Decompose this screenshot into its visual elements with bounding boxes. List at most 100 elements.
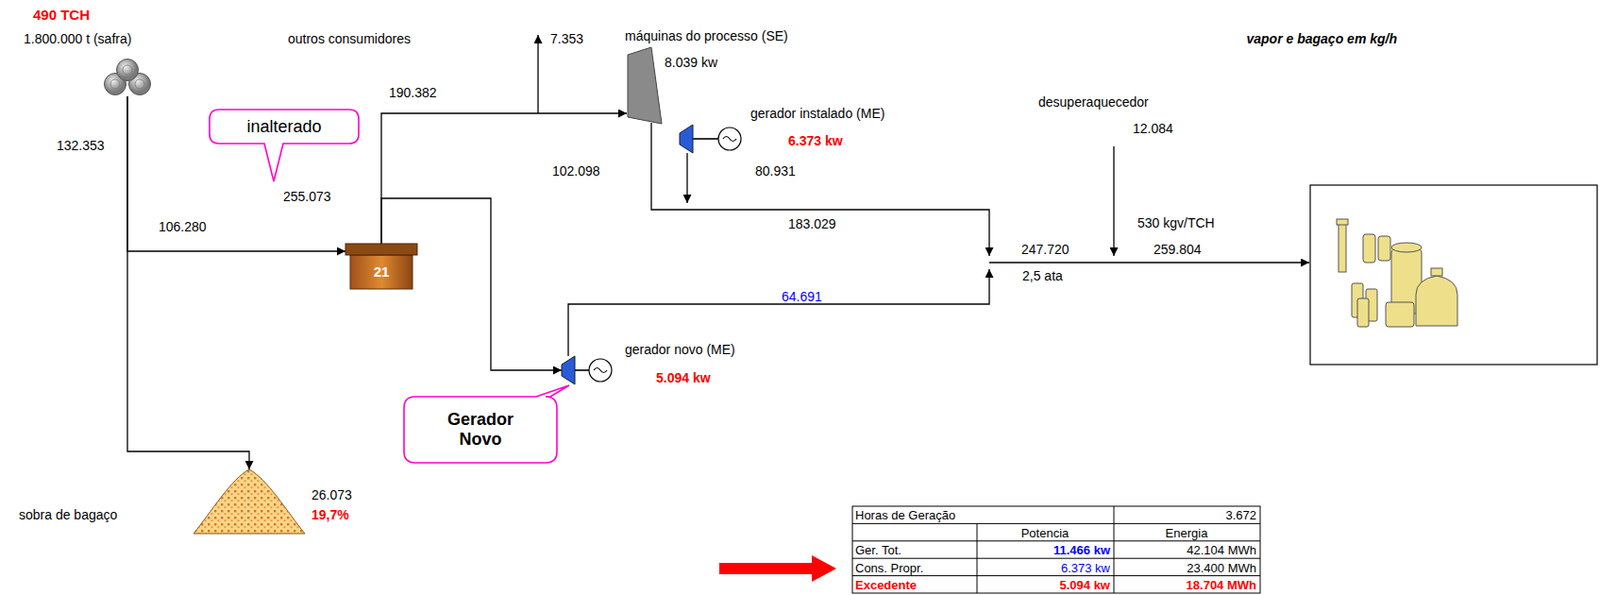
node-text: Gerador Novo	[432, 409, 529, 450]
steam-line	[651, 122, 990, 256]
table-cell: 18.704 MWh	[1186, 577, 1257, 592]
generator-shape	[679, 124, 693, 153]
cane-stock-shape	[134, 79, 145, 89]
generator-shape	[561, 355, 613, 385]
flow-value: 7.353	[550, 31, 584, 47]
process-plant	[1385, 302, 1415, 327]
node-text: 6.373 kw	[788, 133, 843, 149]
bagasse-pile: sobra de bagaço26.07319,7%	[193, 469, 305, 534]
callout-box: inalterado	[209, 109, 359, 144]
table-cell: 23.400 MWh	[1186, 560, 1257, 575]
process-plant	[1391, 242, 1422, 253]
generator-shape	[723, 136, 737, 142]
node-text: 5.094 kw	[656, 370, 711, 386]
flow-value: 106.280	[158, 218, 207, 235]
table-grid	[852, 522, 1261, 524]
callout-box-shape	[209, 109, 359, 182]
node-text: 21	[353, 264, 410, 280]
flow-value: 255.073	[283, 188, 332, 204]
flow-value: 102.098	[552, 163, 601, 179]
process-plant	[1431, 268, 1443, 276]
node-text: sobra de bagaço	[18, 506, 118, 523]
cane-stock-shape	[110, 79, 120, 89]
node-text: 1.800.000 t (safra)	[23, 31, 132, 47]
table-cell: 3.672	[1225, 507, 1257, 523]
generator-shape	[561, 355, 575, 385]
pointer-arrow	[719, 555, 837, 582]
process-turbine-shape	[627, 47, 662, 124]
flow-value: 259.804	[1153, 241, 1202, 257]
callout-box-shape	[404, 385, 570, 463]
steam-line	[568, 269, 990, 356]
process-plant	[1338, 222, 1347, 272]
note-text: vapor e bagaço em kg/h	[1246, 31, 1398, 47]
cane-stock-shape	[117, 59, 139, 82]
node-text: 26.073	[311, 487, 353, 503]
table-cell: Horas de Geração	[855, 507, 956, 523]
process-turbine-shape	[626, 45, 663, 125]
process-turbine: máquinas do processo (SE)8.039 kw	[626, 45, 663, 125]
table-cell: 11.466 kw	[1053, 542, 1111, 557]
table-grid	[852, 574, 1261, 576]
generator: gerador instalado (ME)6.373 kw	[679, 124, 742, 153]
steam-line	[538, 34, 1310, 356]
process-plant	[1310, 185, 1598, 365]
pressure-value: 2,5 ata	[1022, 268, 1063, 284]
steam-line	[989, 261, 1310, 263]
generator-shape	[692, 137, 719, 140]
process-plant	[1378, 235, 1391, 261]
table-grid	[976, 522, 978, 593]
table-cell: 42.104 MWh	[1186, 542, 1257, 557]
generator-shape	[589, 358, 612, 382]
generator-shape	[574, 369, 590, 371]
process-plant	[1363, 234, 1376, 263]
process-plant	[1336, 218, 1348, 225]
node-text: 8.039 kw	[664, 54, 718, 70]
node-text: 19,7%	[311, 506, 350, 523]
table-cell: Ger. Tot.	[855, 542, 902, 557]
generator-shape	[679, 124, 742, 153]
cane-stock-shape	[101, 58, 153, 97]
flow-value: 530 kgv/TCH	[1137, 215, 1215, 231]
flow-value: 12.084	[1132, 120, 1174, 136]
table-grid	[1113, 505, 1115, 593]
node-text: 490 TCH	[33, 7, 90, 23]
table-cell: Energia	[1165, 525, 1209, 540]
flow-connector	[381, 113, 627, 244]
flow-value: 183.029	[788, 216, 837, 232]
bagasse-pile-shape	[193, 469, 305, 534]
steam-line	[537, 34, 539, 114]
table-cell: Excedente	[855, 577, 917, 592]
flow-value: 64.691	[781, 288, 823, 304]
table-grid	[852, 505, 1261, 593]
boiler-shape	[345, 243, 418, 255]
node-text: máquinas do processo (SE)	[624, 28, 789, 44]
flow-value: 247.720	[1021, 241, 1070, 257]
table-grid	[852, 505, 1261, 593]
node-text: inalterado	[218, 117, 350, 137]
table-grid	[852, 539, 1261, 541]
flow-connector	[127, 96, 250, 470]
boiler-shape	[350, 254, 413, 289]
process-plant	[1310, 185, 1598, 365]
flow-value: 80.931	[755, 163, 796, 179]
table-cell: Cons. Propr.	[855, 560, 924, 575]
generator-shape	[593, 368, 607, 373]
steam-line	[686, 152, 688, 203]
process-plant	[1415, 275, 1458, 326]
cane-stock-shape	[122, 65, 133, 75]
bagasse-pile-shape	[193, 469, 305, 534]
process-plant	[1336, 218, 1458, 327]
generator: gerador novo (ME)5.094 kw	[561, 355, 613, 385]
generator-shape	[718, 127, 742, 151]
boiler: 21	[345, 243, 418, 289]
node-text: gerador novo (ME)	[624, 341, 736, 357]
process-plant	[1357, 298, 1369, 327]
table-cell: 5.094 kw	[1060, 577, 1112, 592]
flow-value: 190.382	[388, 84, 438, 101]
node-text: gerador instalado (ME)	[750, 105, 885, 121]
flow-value: 132.353	[56, 137, 105, 153]
steam-line	[1112, 146, 1114, 256]
callout-box: Gerador Novo	[404, 396, 557, 463]
equipment-label: desuperaquecedor	[1038, 94, 1149, 110]
